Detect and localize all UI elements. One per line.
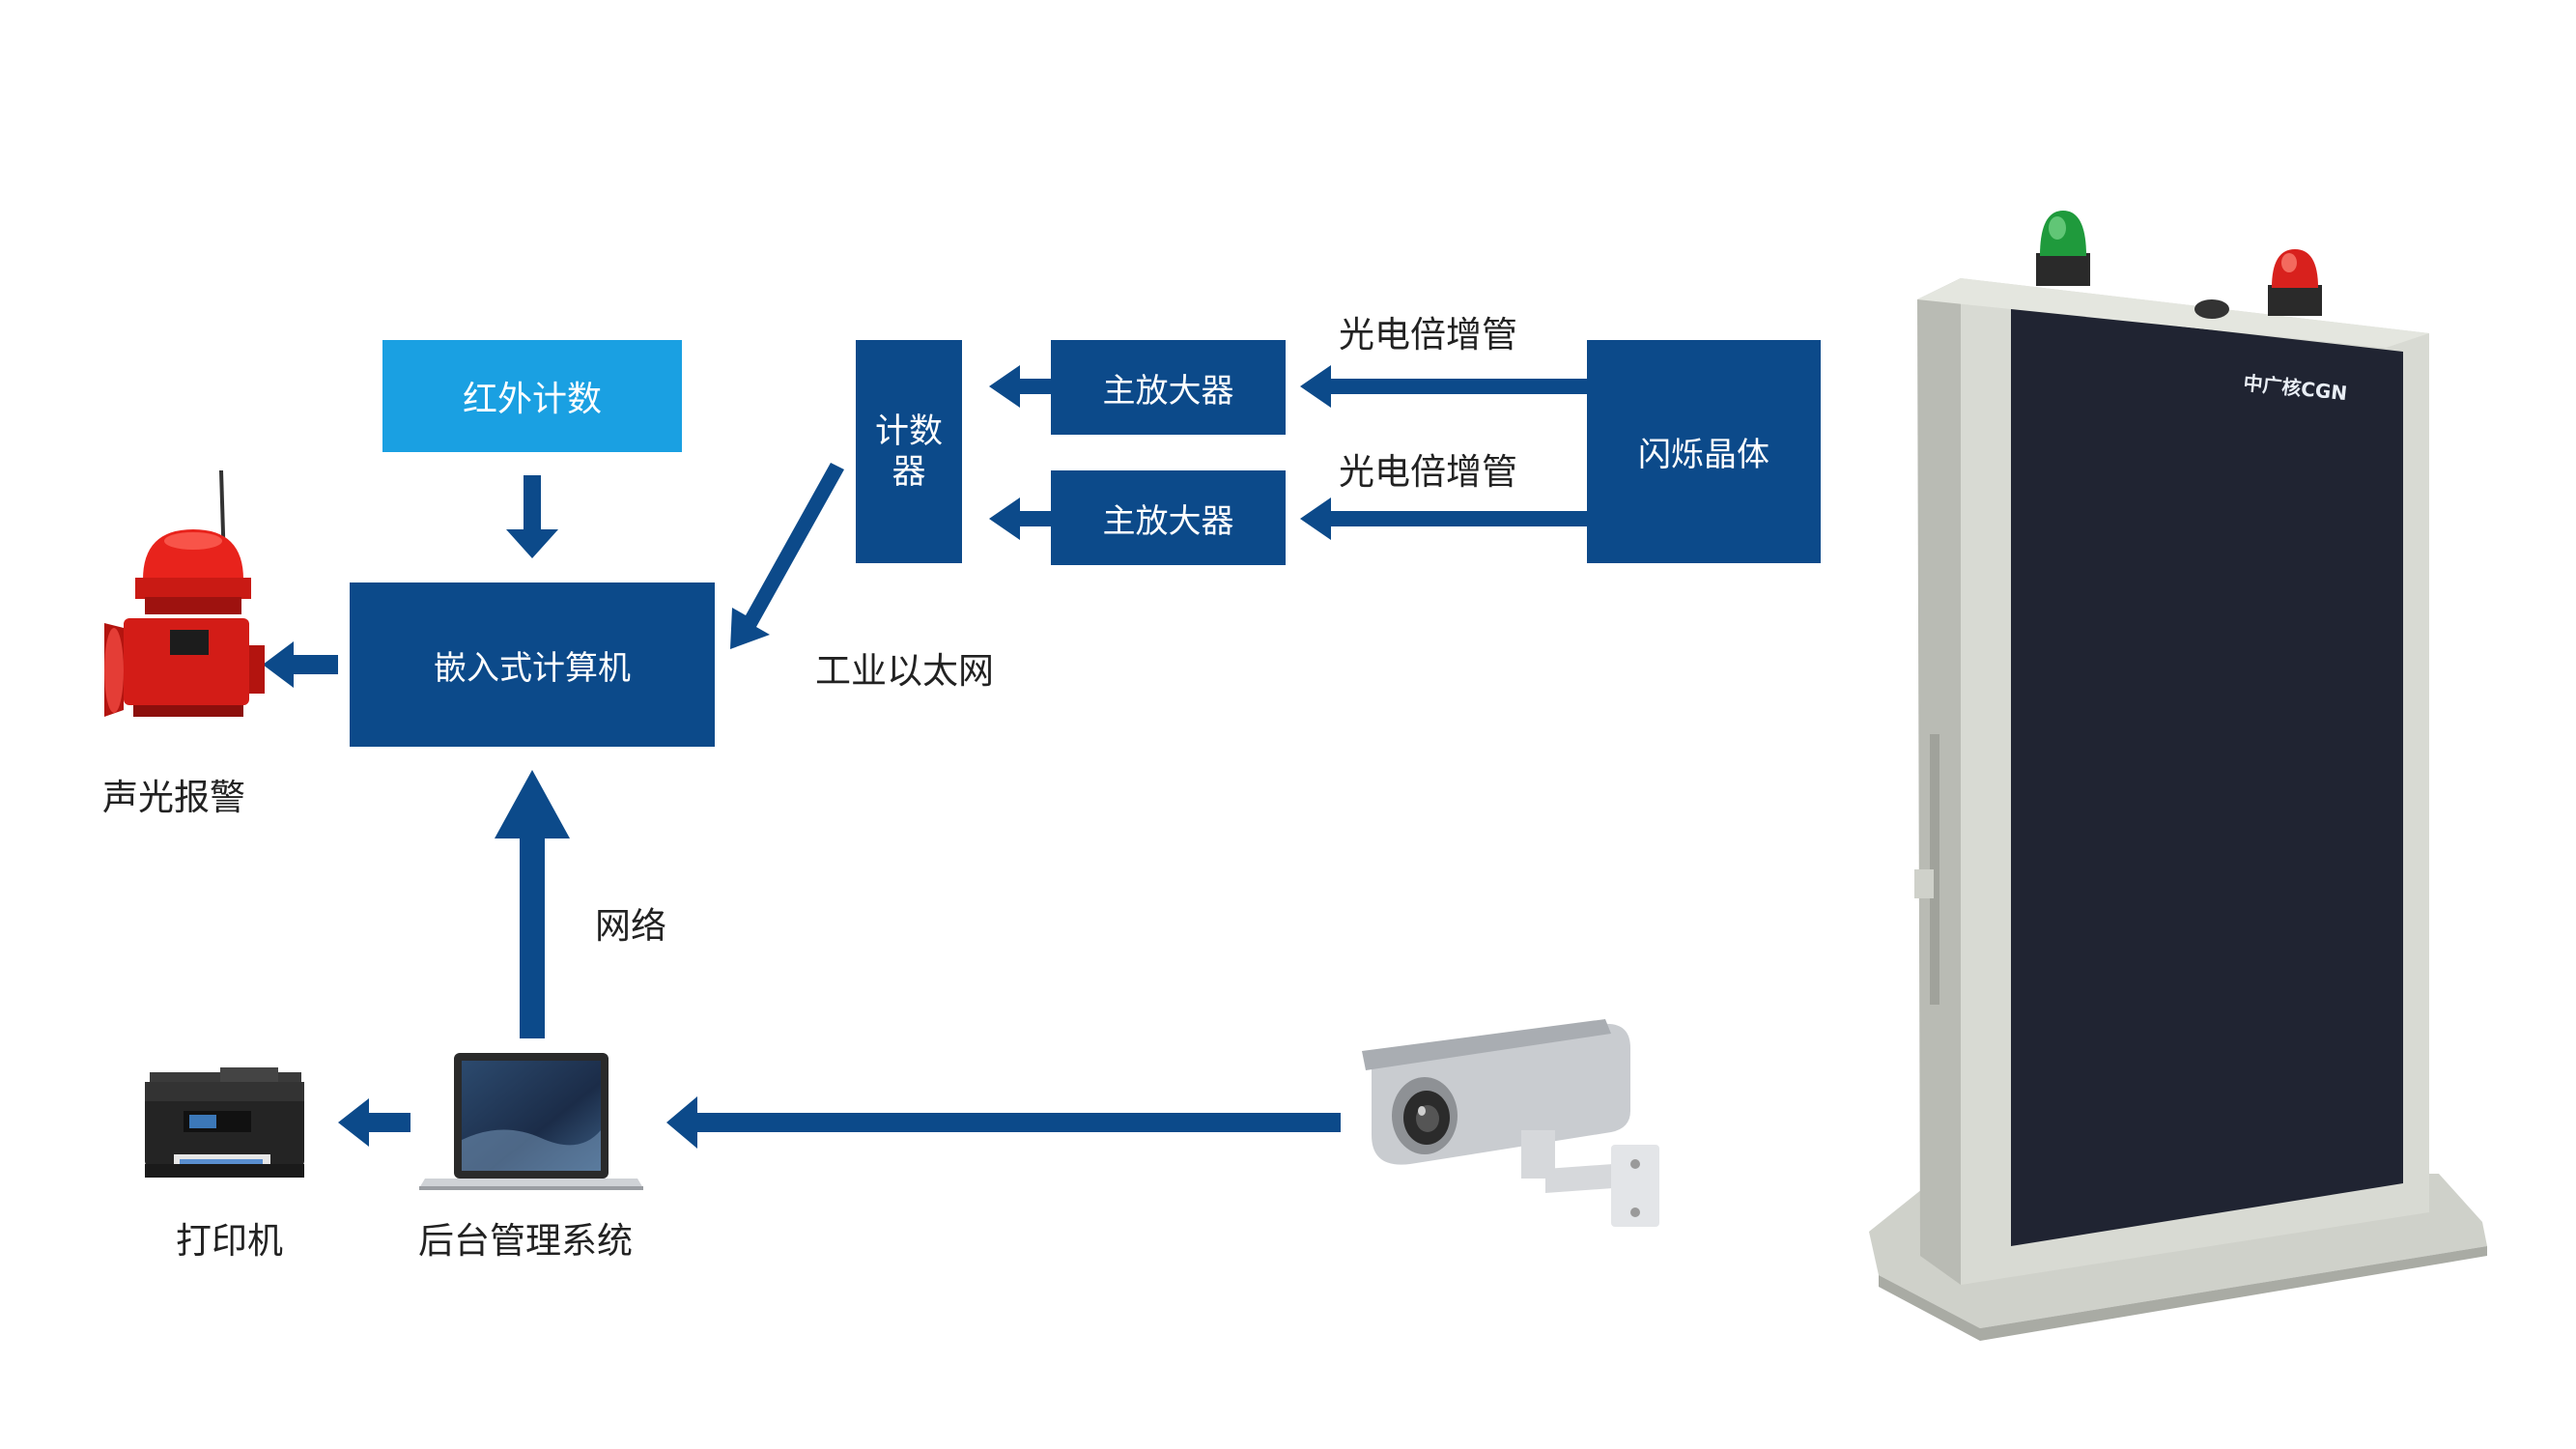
node-main-amplifier-bottom: 主放大器: [1051, 470, 1286, 565]
node-main-amplifier-top: 主放大器: [1051, 340, 1286, 435]
arrow-backend-to-computer: [495, 770, 570, 1038]
node-main-amplifier-bottom-label: 主放大器: [1102, 501, 1234, 541]
label-industrial-ethernet: 工业以太网: [815, 650, 994, 692]
node-embedded-computer-label: 嵌入式计算机: [434, 648, 631, 688]
arrow-amp-top-to-counter: [989, 365, 1051, 408]
node-counter: 计数 器: [856, 340, 962, 563]
label-backend: 后台管理系统: [418, 1220, 633, 1262]
label-network: 网络: [595, 905, 666, 947]
label-pmt-top: 光电倍增管: [1339, 314, 1517, 355]
arrow-counter-to-computer: [730, 463, 844, 649]
label-printer: 打印机: [176, 1220, 283, 1262]
node-infrared-count: 红外计数: [382, 340, 682, 452]
node-main-amplifier-top-label: 主放大器: [1102, 371, 1234, 411]
arrow-amp-bottom-to-counter: [989, 497, 1051, 540]
arrow-camera-to-backend: [666, 1096, 1341, 1149]
arrow-infrared-to-computer: [506, 475, 558, 558]
label-alarm: 声光报警: [102, 777, 245, 818]
arrow-scint-to-amp-top: [1300, 365, 1587, 408]
node-counter-label-line2: 器: [892, 452, 926, 492]
node-embedded-computer: 嵌入式计算机: [350, 582, 715, 747]
arrow-backend-to-printer: [338, 1098, 410, 1147]
node-counter-label-line1: 计数: [874, 412, 943, 451]
node-scintillator-label: 闪烁晶体: [1638, 436, 1769, 474]
arrow-computer-to-alarm: [263, 641, 338, 688]
arrow-scint-to-amp-bottom: [1300, 497, 1587, 540]
node-scintillator: 闪烁晶体: [1587, 340, 1821, 563]
label-pmt-bottom: 光电倍增管: [1339, 451, 1517, 493]
node-infrared-count-label: 红外计数: [462, 380, 602, 419]
